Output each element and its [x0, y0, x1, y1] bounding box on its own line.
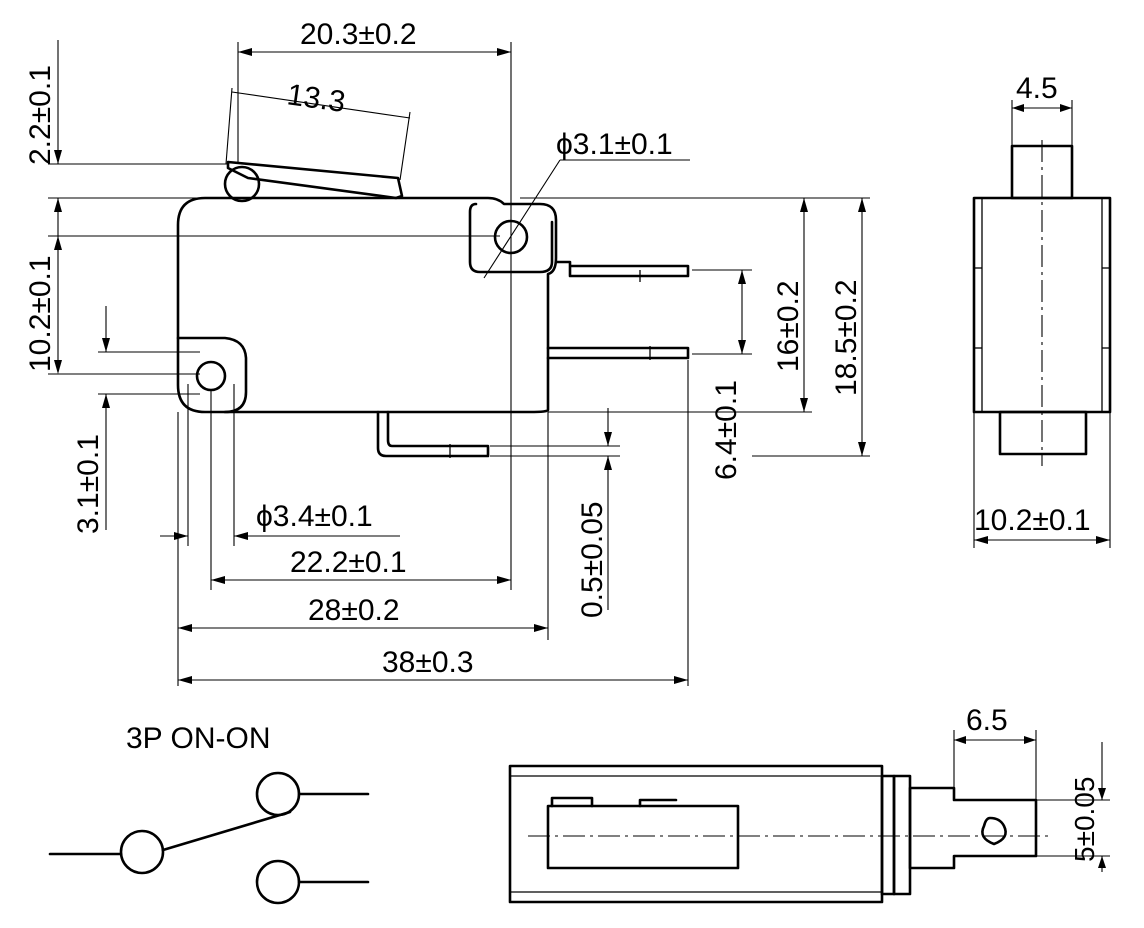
- dim-body-length: 28±0.2: [308, 594, 400, 627]
- top-view: 6.5 5±0.05: [508, 704, 1110, 904]
- front-dimensions: 20.3±0.2 13.3 2.2±0.1 ϕ3.1±0.1 10.2±0.1 …: [24, 18, 870, 686]
- terminal-hole: [981, 816, 1007, 846]
- schematic-title: 3P ON-ON: [126, 722, 270, 755]
- top-body: [508, 764, 884, 904]
- lever-roller: [223, 165, 261, 203]
- dim-height-18: 18.5±0.2: [830, 279, 863, 396]
- upper-contact: [255, 771, 301, 817]
- dim-total-length: 38±0.3: [382, 646, 474, 679]
- dim-terminal-width: 5±0.05: [1069, 777, 1100, 862]
- side-view: 4.5 10.2±0.1: [972, 72, 1112, 548]
- terminal-lower: [376, 410, 490, 458]
- mount-hole-boss: [176, 336, 248, 414]
- common-contact: [119, 829, 165, 875]
- dim-side-thickness: 4.5: [1016, 72, 1058, 105]
- dim-lever-length: 13.3: [285, 78, 347, 119]
- top-actuator: [546, 804, 740, 870]
- mount-hole: [195, 360, 227, 392]
- terminal-middle: [546, 346, 690, 360]
- front-view: [176, 160, 690, 458]
- dim-hole-to-bottom: 3.1±0.1: [72, 434, 105, 534]
- dim-terminal-pitch: 6.4±0.1: [710, 380, 743, 480]
- dim-side-width: 10.2±0.1: [974, 504, 1091, 537]
- dim-height-16: 16±0.2: [772, 280, 805, 372]
- actuator-lever: [226, 160, 404, 200]
- dim-hole-spacing: 22.2±0.1: [290, 546, 407, 579]
- switch-schematic: 3P ON-ON: [48, 722, 370, 905]
- dim-mount-hole: ϕ3.4±0.1: [256, 500, 373, 533]
- dim-lever-height: 2.2±0.1: [24, 65, 57, 165]
- dim-overall-width: 20.3±0.2: [300, 18, 417, 51]
- switch-body: [176, 196, 558, 414]
- side-terminal: [998, 410, 1088, 456]
- terminal-upper: [554, 260, 690, 278]
- pivot-boss: [468, 202, 554, 274]
- top-terminal-base: [908, 786, 1038, 870]
- lower-contact: [255, 859, 301, 905]
- dim-terminal-gap: 0.5±0.05: [576, 501, 609, 618]
- dim-pivot-hole: ϕ3.1±0.1: [556, 128, 673, 161]
- dim-hole-offset: 10.2±0.1: [24, 255, 57, 372]
- dim-terminal-length: 6.5: [966, 704, 1008, 737]
